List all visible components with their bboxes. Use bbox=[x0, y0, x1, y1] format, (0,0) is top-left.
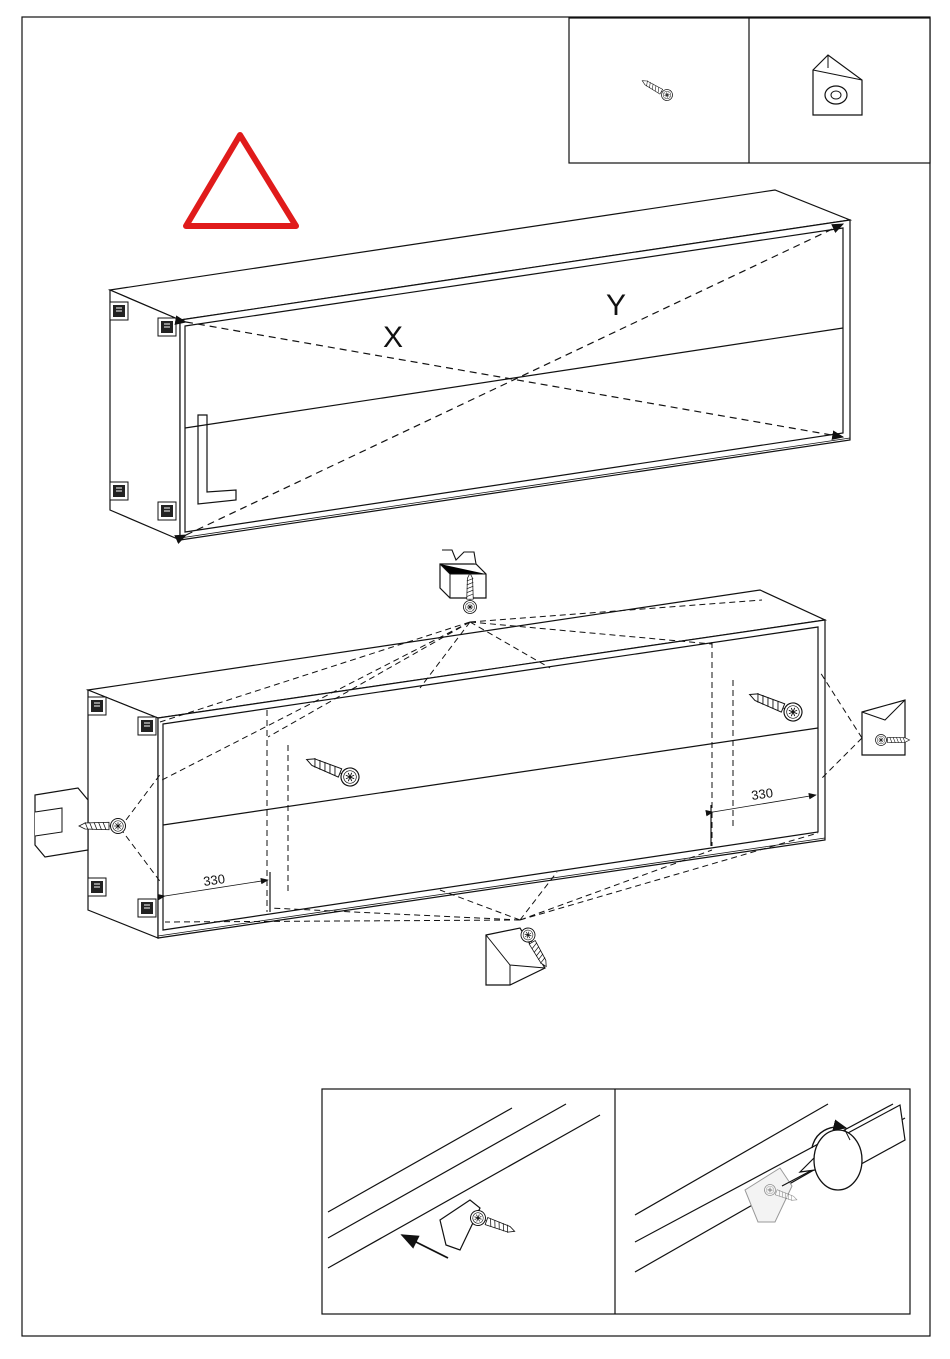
measurement-left: 330 bbox=[202, 871, 226, 889]
cabinet-diagonal-check bbox=[110, 190, 850, 540]
top-bracket bbox=[440, 550, 486, 614]
bottom-bracket bbox=[486, 925, 552, 985]
warning-triangle-icon bbox=[186, 135, 296, 226]
measurement-right: 330 bbox=[750, 785, 774, 803]
diagonal-x-label: X bbox=[383, 321, 403, 354]
parts-box bbox=[569, 18, 930, 163]
right-bracket bbox=[862, 700, 910, 755]
diagonal-y-label: Y bbox=[606, 289, 626, 322]
detail-panels bbox=[322, 1089, 910, 1314]
